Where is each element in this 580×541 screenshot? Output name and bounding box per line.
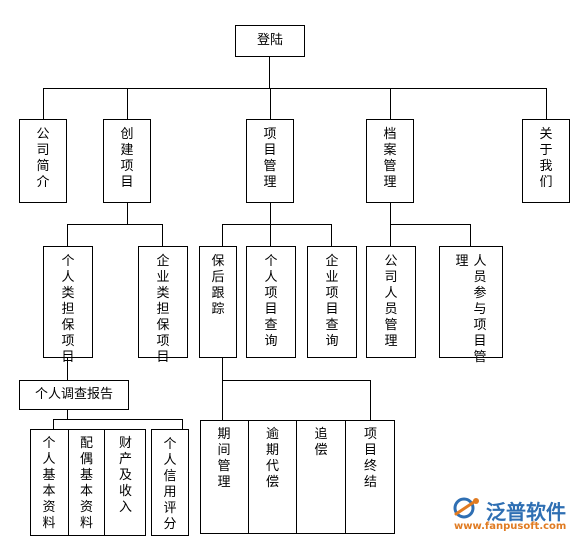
node-create-project-label: 创建项目 <box>120 127 134 190</box>
survey-report-children-group <box>30 429 146 536</box>
node-recovery-label: 追偿 <box>314 427 328 458</box>
node-archive-mgmt: 档案管理 <box>366 119 414 203</box>
node-overdue-compensation-label: 逾期代偿 <box>265 427 279 490</box>
post-guarantee-children-group <box>200 420 395 534</box>
node-personal-guarantee-project: 个人类担保项目 <box>43 246 93 365</box>
fanpu-logo: 泛普软件 www.fanpusoft.com <box>452 494 576 534</box>
node-project-closing: 项目终结 <box>345 420 395 534</box>
node-enterprise-guarantee-project: 企业类担保项目 <box>138 246 188 365</box>
node-archive-mgmt-label: 档案管理 <box>383 127 397 190</box>
node-post-guarantee-tracking-label: 保后跟踪 <box>211 254 225 317</box>
node-create-project: 创建项目 <box>103 119 151 203</box>
node-personal-guarantee-project-label: 个人类担保项目 <box>61 254 75 365</box>
node-period-mgmt-label: 期间管理 <box>217 427 231 490</box>
node-period-mgmt: 期间管理 <box>200 420 248 534</box>
node-spouse-basic-info-label: 配偶基本资料 <box>79 436 93 531</box>
node-personal-survey-report-label: 个人调查报告 <box>34 387 113 402</box>
node-project-mgmt: 项目管理 <box>246 119 294 203</box>
node-recovery: 追偿 <box>296 420 345 534</box>
node-post-guarantee-tracking: 保后跟踪 <box>199 246 237 358</box>
node-about-us: 关于我们 <box>522 119 570 203</box>
node-enterprise-guarantee-project-label: 企业类担保项目 <box>156 254 170 365</box>
node-assets-income: 财产及收入 <box>104 429 146 536</box>
node-staff-project-mgmt-label-col2: 理 <box>455 254 469 269</box>
node-personal-credit-score: 个人信用评分 <box>151 429 189 536</box>
node-personal-basic-info: 个人基本资料 <box>30 429 68 536</box>
node-staff-project-mgmt: 理 人员参与项目管 <box>439 246 503 365</box>
node-personal-survey-report: 个人调查报告 <box>19 380 129 410</box>
node-project-closing-label: 项目终结 <box>363 427 377 490</box>
node-company-staff-mgmt: 公司人员管理 <box>366 246 416 358</box>
node-assets-income-label: 财产及收入 <box>118 436 132 515</box>
fanpu-logo-icon <box>453 497 479 519</box>
node-personal-project-query: 个人项目查询 <box>246 246 296 358</box>
node-login: 登陆 <box>235 25 305 57</box>
node-spouse-basic-info: 配偶基本资料 <box>68 429 104 536</box>
node-enterprise-project-query: 企业项目查询 <box>307 246 357 358</box>
node-personal-project-query-label: 个人项目查询 <box>264 254 278 349</box>
node-enterprise-project-query-label: 企业项目查询 <box>325 254 339 349</box>
node-about-us-label: 关于我们 <box>539 127 553 190</box>
node-project-mgmt-label: 项目管理 <box>263 127 277 190</box>
node-personal-credit-score-label: 个人信用评分 <box>163 437 177 532</box>
node-staff-project-mgmt-label-col1: 人员参与项目管 <box>473 254 487 365</box>
node-company-staff-mgmt-label: 公司人员管理 <box>384 254 398 349</box>
node-company-intro-label: 公司简介 <box>36 127 50 190</box>
fanpu-logo-brand: 泛普软件 <box>486 500 566 524</box>
node-overdue-compensation: 逾期代偿 <box>248 420 296 534</box>
node-personal-basic-info-label: 个人基本资料 <box>42 436 56 531</box>
node-login-label: 登陆 <box>256 33 283 48</box>
node-company-intro: 公司简介 <box>19 119 67 203</box>
fanpu-logo-url: www.fanpusoft.com <box>454 521 567 532</box>
